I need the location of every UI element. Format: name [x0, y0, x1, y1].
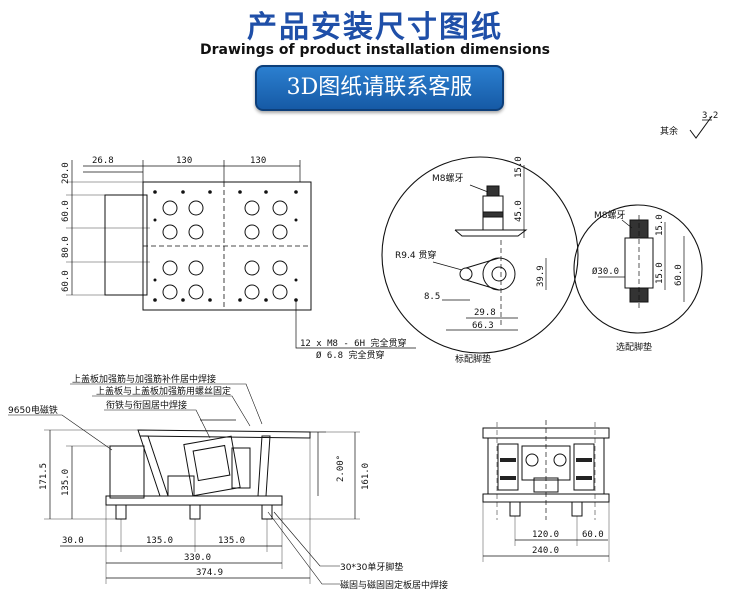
- optional-foot-detail: [573, 204, 703, 334]
- std-foot-dim-66-3: 66.3: [472, 321, 494, 331]
- opt-foot-dim-60: 60.0: [674, 264, 684, 286]
- std-foot-radius-label: R9.4 贯穿: [395, 249, 436, 261]
- base-plate: [105, 495, 283, 506]
- side-label-foot: 30*30单牙脚垫: [340, 561, 403, 573]
- top-dim-130-a: 130: [176, 156, 192, 166]
- top-cover: [137, 429, 311, 439]
- front-view-details: [500, 458, 592, 480]
- side-label-electromagnet: 9650电磁铁: [8, 404, 58, 416]
- opt-foot-caption: 选配脚垫: [616, 341, 652, 353]
- front-dim-120: 120.0: [532, 530, 559, 540]
- front-view: [482, 420, 610, 562]
- roughness-value: 3.2: [702, 111, 718, 121]
- top-dim-80: 80.0: [61, 236, 71, 258]
- side-label-magnet-plate-weld: 磁固与磁固固定板居中焊接: [340, 579, 448, 591]
- top-dim-20: 20.0: [61, 162, 71, 184]
- side-dim-30: 30.0: [62, 536, 84, 546]
- roughness-symbol: 3.2 其余: [660, 111, 718, 139]
- page-title: 产品安装尺寸图纸: [247, 10, 503, 45]
- opt-foot-diameter: Ø30.0: [592, 266, 619, 277]
- std-foot-dim-15: 15.0: [514, 156, 524, 178]
- hole-note-drill: Ø 6.8 完全贯穿: [316, 349, 385, 361]
- side-dim-374-9: 374.9: [196, 568, 223, 578]
- side-dim-161: 161.0: [361, 463, 371, 490]
- hole-note-thread: 12 x M8 - 6H 完全贯穿: [300, 337, 406, 349]
- front-dim-240: 240.0: [532, 546, 559, 556]
- opt-foot-thread-label: M8螺牙: [594, 210, 626, 221]
- top-dim-130-b: 130: [250, 156, 266, 166]
- top-dim-60-b: 60.0: [61, 270, 71, 292]
- std-foot-dim-29-8: 29.8: [474, 308, 496, 318]
- page-subtitle: Drawings of product installation dimensi…: [199, 42, 551, 58]
- side-label-cover-screw: 上盖板与上盖板加强筋用螺丝固定: [96, 385, 231, 397]
- std-foot-caption: 标配脚垫: [455, 353, 491, 365]
- side-view: [8, 383, 360, 585]
- side-angle: 2.00°: [336, 455, 346, 482]
- top-dim-60-a: 60.0: [61, 200, 71, 222]
- side-dim-135-a: 135.0: [146, 536, 173, 546]
- std-foot-dim-39-9: 39.9: [536, 265, 546, 287]
- mounting-holes: [162, 200, 288, 300]
- std-foot-dim-45: 45.0: [514, 200, 524, 222]
- std-foot-dim-8-5: 8.5: [424, 292, 440, 302]
- opt-foot-dim-15-b: 15.0: [655, 262, 665, 284]
- side-dim-135-b: 135.0: [218, 536, 245, 546]
- small-holes: [153, 190, 298, 302]
- top-dim-26-8: 26.8: [92, 156, 114, 166]
- std-foot-thread-label: M8螺牙: [432, 173, 464, 184]
- electromagnet-body: [109, 445, 145, 499]
- side-label-armature-weld: 衔铁与衔固居中焊接: [106, 399, 187, 411]
- opt-foot-dim-15-a: 15.0: [655, 214, 665, 236]
- side-dim-330: 330.0: [184, 553, 211, 563]
- magnet-body-top: [104, 194, 148, 296]
- contact-3d-drawing-button[interactable]: 3D图纸请联系客服: [255, 65, 504, 111]
- side-label-reinforcement-weld: 上盖板加强筋与加强筋补件居中焊接: [72, 373, 216, 385]
- front-dim-60: 60.0: [582, 530, 604, 540]
- side-dim-135: 135.0: [61, 469, 71, 496]
- roughness-prefix: 其余: [660, 125, 678, 137]
- side-dim-171-5: 171.5: [39, 463, 49, 490]
- standard-foot-detail: [381, 156, 579, 354]
- top-view: [66, 160, 416, 349]
